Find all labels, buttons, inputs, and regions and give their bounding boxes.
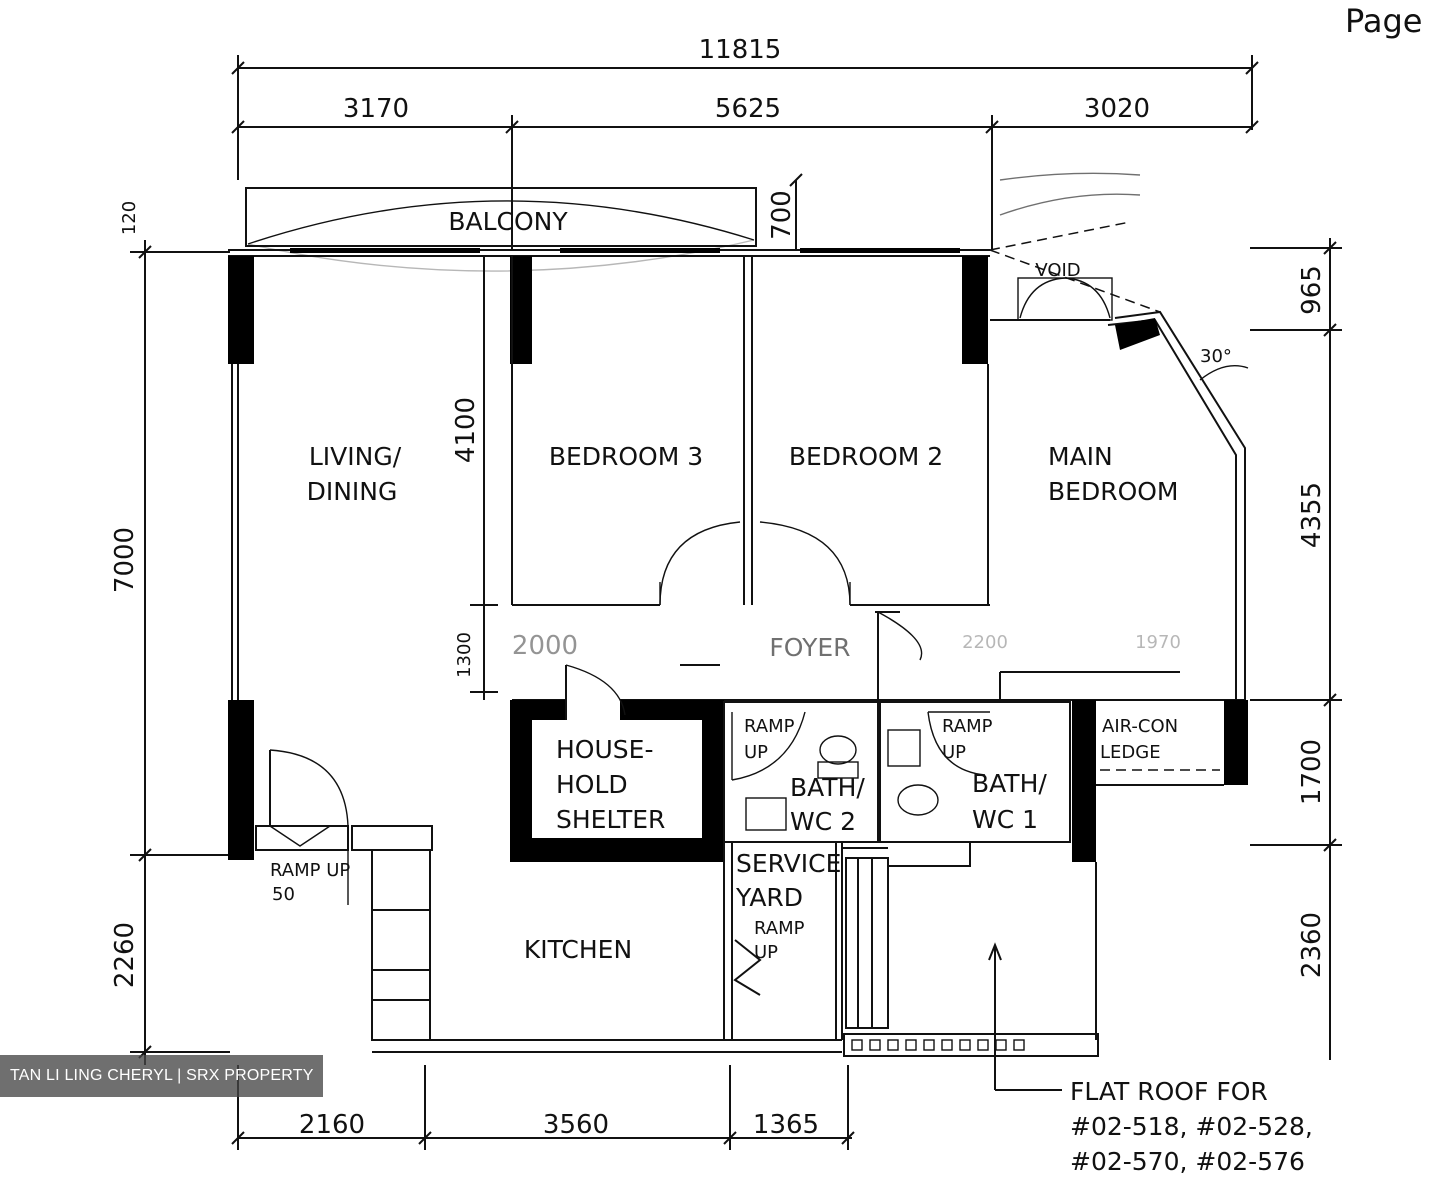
dim-right-seg-4: 2360: [1297, 912, 1327, 978]
dim-bottom-seg-2: 3560: [543, 1110, 609, 1140]
dim-left-top-small: 120: [119, 201, 140, 235]
room-service-yard-line1: SERVICE: [736, 849, 841, 878]
walls: [228, 172, 1248, 1091]
dim-top-seg-1: 3170: [343, 94, 409, 124]
ramp-up-bath2-line1: RAMP: [744, 716, 795, 737]
dim-left-bottom: 2260: [110, 922, 140, 988]
room-foyer: FOYER: [769, 633, 850, 662]
note-flat-roof-line2: #02-518, #02-528,: [1070, 1112, 1313, 1141]
room-aircon-ledge-line1: AIR-CON: [1102, 716, 1178, 737]
dim-left-overall: 7000: [110, 527, 140, 593]
note-flat-roof-line3: #02-570, #02-576: [1070, 1147, 1305, 1176]
room-bedroom-2: BEDROOM 2: [789, 442, 943, 471]
dim-corridor-mark-1: 2000: [512, 631, 578, 661]
dim-bottom-seg-1: 2160: [299, 1110, 365, 1140]
dim-right-seg-1: 965: [1297, 265, 1327, 315]
dimension-lines: [130, 55, 1342, 1150]
room-bath2-line1: BATH/: [790, 773, 865, 802]
dim-bottom-seg-3: 1365: [753, 1110, 819, 1140]
ramp-up-bath1-line1: RAMP: [942, 716, 993, 737]
note-flat-roof-line1: FLAT ROOF FOR: [1070, 1077, 1268, 1106]
dim-right-seg-2: 4355: [1297, 482, 1327, 548]
dim-bedroom-depth: 4100: [451, 397, 481, 463]
page-label: Page: [1345, 2, 1422, 40]
ramp-up-bath2-line2: UP: [744, 742, 768, 763]
ramp-up-yard-line2: UP: [754, 942, 778, 963]
room-living-dining-line1: LIVING/: [309, 442, 402, 471]
balcony: [245, 187, 757, 272]
room-bedroom-3: BEDROOM 3: [549, 442, 703, 471]
watermark: TAN LI LING CHERYL | SRX PROPERTY: [0, 1055, 323, 1097]
room-service-yard-line2: YARD: [735, 883, 803, 912]
dim-balcony-depth: 700: [767, 190, 797, 240]
dim-corridor: 1300: [454, 632, 475, 678]
dim-corridor-mark-3: 2200: [962, 632, 1008, 653]
room-aircon-ledge-line2: LEDGE: [1100, 742, 1161, 763]
room-bath1-line2: WC 1: [972, 805, 1038, 834]
ramp-up-bath1-line2: UP: [942, 742, 966, 763]
ramp-up-entrance-line2: 50: [272, 884, 295, 905]
room-main-bedroom-line1: MAIN: [1048, 442, 1113, 471]
room-balcony: BALCONY: [448, 207, 568, 236]
ramp-up-yard-line1: RAMP: [754, 918, 805, 939]
dim-top-overall: 11815: [699, 35, 782, 65]
room-bath2-line2: WC 2: [790, 807, 856, 836]
room-household-shelter-line2: HOLD: [556, 770, 628, 799]
room-void: VOID: [1035, 260, 1080, 281]
dim-corridor-mark-4: 1970: [1135, 632, 1181, 653]
ramp-up-entrance-line1: RAMP UP: [270, 860, 350, 881]
room-household-shelter-line3: SHELTER: [556, 805, 665, 834]
room-main-bedroom-line2: BEDROOM: [1048, 477, 1179, 506]
room-household-shelter-line1: HOUSE-: [556, 735, 653, 764]
room-kitchen: KITCHEN: [524, 935, 632, 964]
dim-right-seg-3: 1700: [1297, 739, 1327, 805]
dim-top-seg-2: 5625: [715, 94, 781, 124]
dim-top-seg-3: 3020: [1084, 94, 1150, 124]
angle-label: 30°: [1200, 346, 1232, 367]
room-living-dining-line2: DINING: [307, 477, 398, 506]
room-bath1-line1: BATH/: [972, 769, 1047, 798]
